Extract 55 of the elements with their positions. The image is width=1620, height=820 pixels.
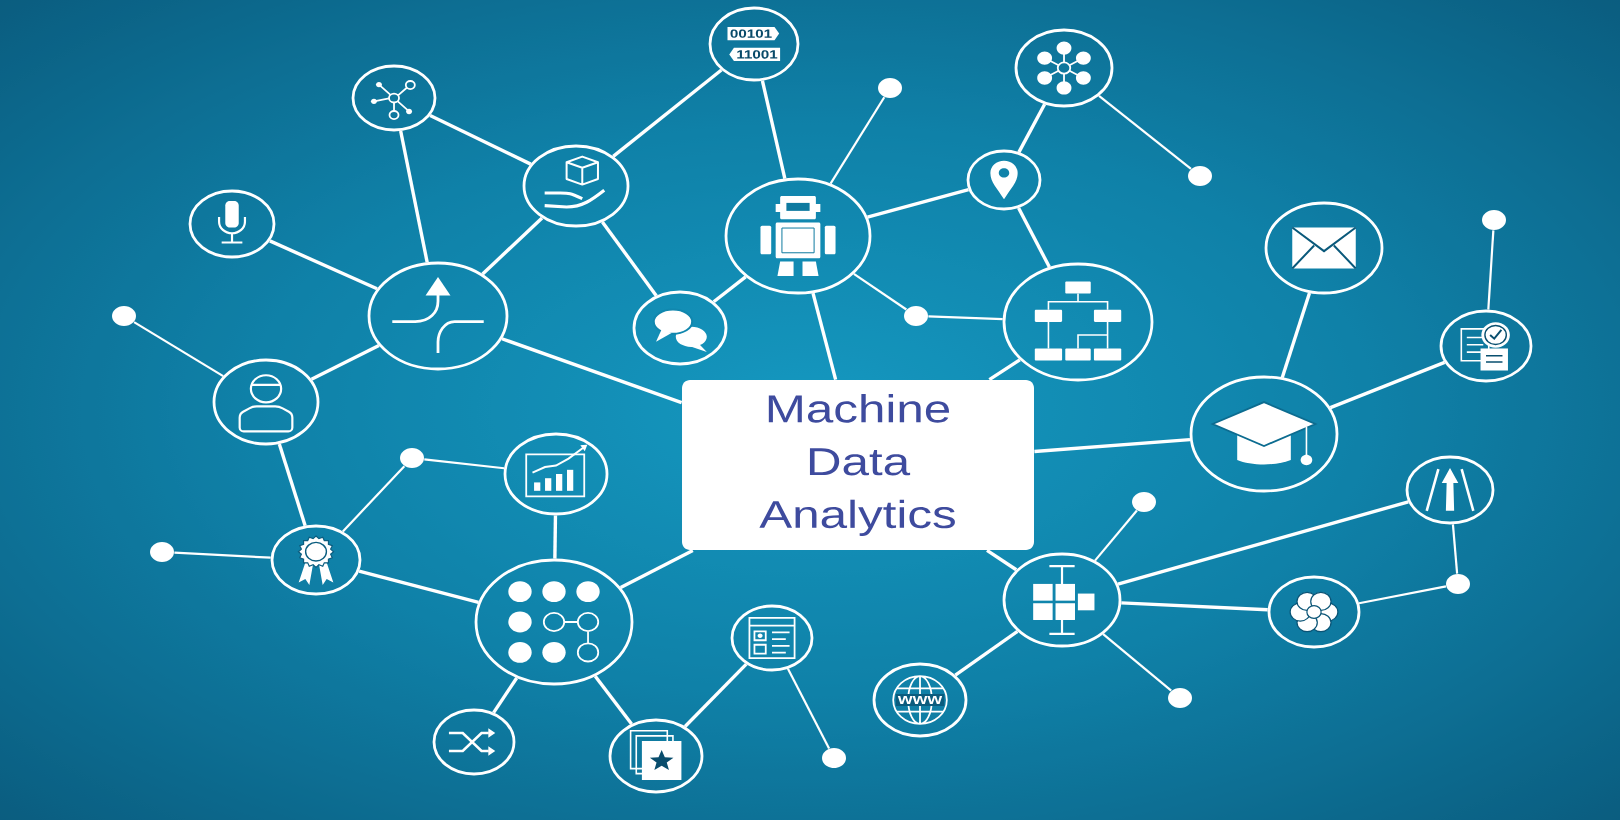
dot bbox=[400, 448, 424, 468]
connector bbox=[174, 551, 271, 559]
connector bbox=[1329, 360, 1446, 410]
connector bbox=[712, 275, 747, 304]
connector bbox=[429, 113, 532, 166]
text-box: Machine Data Analytics bbox=[682, 380, 1034, 550]
connector bbox=[1098, 94, 1192, 170]
connector bbox=[954, 630, 1019, 677]
dot bbox=[878, 78, 902, 98]
connector bbox=[601, 221, 658, 297]
dot bbox=[1188, 166, 1212, 186]
connector bbox=[1451, 524, 1459, 574]
connector bbox=[1280, 292, 1312, 378]
connector bbox=[928, 315, 1003, 321]
connector bbox=[1017, 103, 1047, 153]
dot bbox=[1446, 574, 1470, 594]
connector bbox=[1358, 585, 1447, 605]
connector bbox=[277, 443, 307, 527]
connector bbox=[1121, 601, 1268, 612]
connector bbox=[358, 569, 479, 604]
connector bbox=[269, 239, 378, 291]
connector bbox=[593, 675, 633, 725]
connector bbox=[399, 130, 429, 263]
dot bbox=[1482, 210, 1506, 230]
dot bbox=[904, 306, 928, 326]
connector bbox=[760, 80, 787, 179]
dot bbox=[112, 306, 136, 326]
connector bbox=[424, 458, 505, 470]
dot bbox=[1132, 492, 1156, 512]
connector bbox=[1034, 437, 1191, 454]
connector bbox=[1487, 230, 1495, 310]
connector bbox=[811, 292, 838, 381]
connector bbox=[342, 465, 406, 533]
connector bbox=[310, 344, 380, 381]
connector bbox=[988, 358, 1021, 382]
connector bbox=[619, 548, 694, 590]
connector bbox=[1102, 633, 1172, 692]
connector bbox=[501, 337, 683, 405]
connector bbox=[683, 663, 748, 728]
connector bbox=[133, 321, 224, 378]
connector bbox=[553, 515, 558, 559]
connector bbox=[986, 549, 1018, 572]
connector bbox=[1017, 207, 1051, 268]
connector bbox=[492, 677, 519, 714]
dot bbox=[150, 542, 174, 562]
connector bbox=[481, 216, 544, 276]
connector bbox=[867, 188, 969, 219]
connector bbox=[1117, 500, 1409, 586]
connector bbox=[786, 668, 831, 749]
connector bbox=[1094, 509, 1138, 562]
connector bbox=[829, 96, 886, 185]
connector bbox=[612, 68, 723, 158]
dot bbox=[822, 748, 846, 768]
dot bbox=[1168, 688, 1192, 708]
connector bbox=[853, 272, 907, 311]
